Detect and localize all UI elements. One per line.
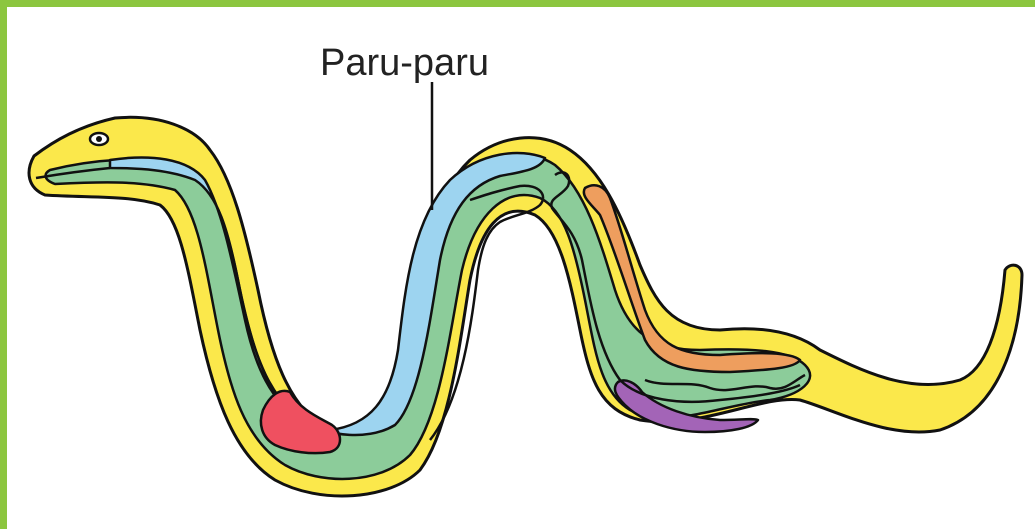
pupil	[96, 136, 102, 142]
heart-organ	[261, 391, 340, 453]
lung-label: Paru-paru	[320, 42, 489, 84]
